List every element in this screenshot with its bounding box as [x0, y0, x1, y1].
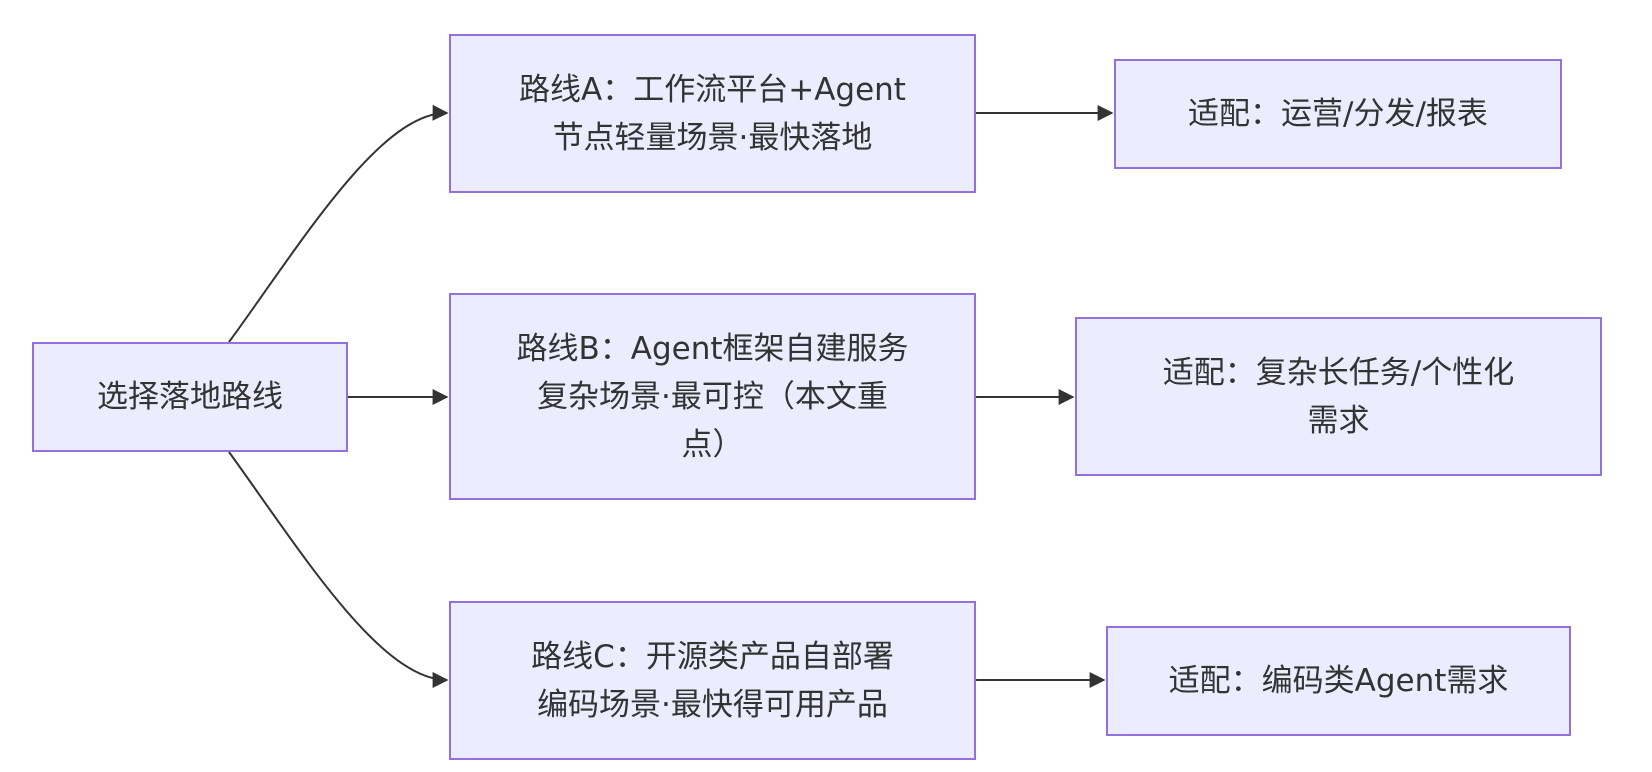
fit-a-node: 适配：运营/分发/报表	[1114, 59, 1562, 169]
route-b-title: 路线B：Agent框架自建服务	[516, 330, 909, 367]
fit-b-label: 适配：复杂长任务/个性化	[1162, 354, 1515, 391]
fit-b-label-cont: 需求	[1307, 402, 1370, 439]
route-c-subtitle: 编码场景·最快得可用产品	[537, 686, 888, 723]
route-c-title: 路线C：开源类产品自部署	[531, 638, 894, 675]
edge-start-to-route-a	[228, 104, 449, 343]
route-a-title: 路线A：工作流平台+Agent	[519, 71, 906, 108]
fit-c-label: 适配：编码类Agent需求	[1168, 663, 1509, 699]
start-node-label: 选择落地路线	[97, 379, 283, 415]
fit-a-label: 适配：运营/分发/报表	[1188, 96, 1488, 132]
fit-c-node: 适配：编码类Agent需求	[1106, 626, 1571, 736]
route-b-subtitle: 复杂场景·最可控（本文重	[537, 378, 888, 415]
route-b-subtitle-cont: 点）	[681, 426, 744, 463]
route-a-subtitle: 节点轻量场景·最快落地	[552, 119, 873, 156]
route-c-node: 路线C：开源类产品自部署 编码场景·最快得可用产品	[449, 601, 976, 760]
start-node: 选择落地路线	[32, 342, 348, 452]
fit-b-node: 适配：复杂长任务/个性化 需求	[1075, 317, 1602, 476]
route-a-node: 路线A：工作流平台+Agent 节点轻量场景·最快落地	[449, 34, 976, 193]
edge-start-to-route-c	[228, 451, 449, 688]
route-b-node: 路线B：Agent框架自建服务 复杂场景·最可控（本文重 点）	[449, 293, 976, 500]
